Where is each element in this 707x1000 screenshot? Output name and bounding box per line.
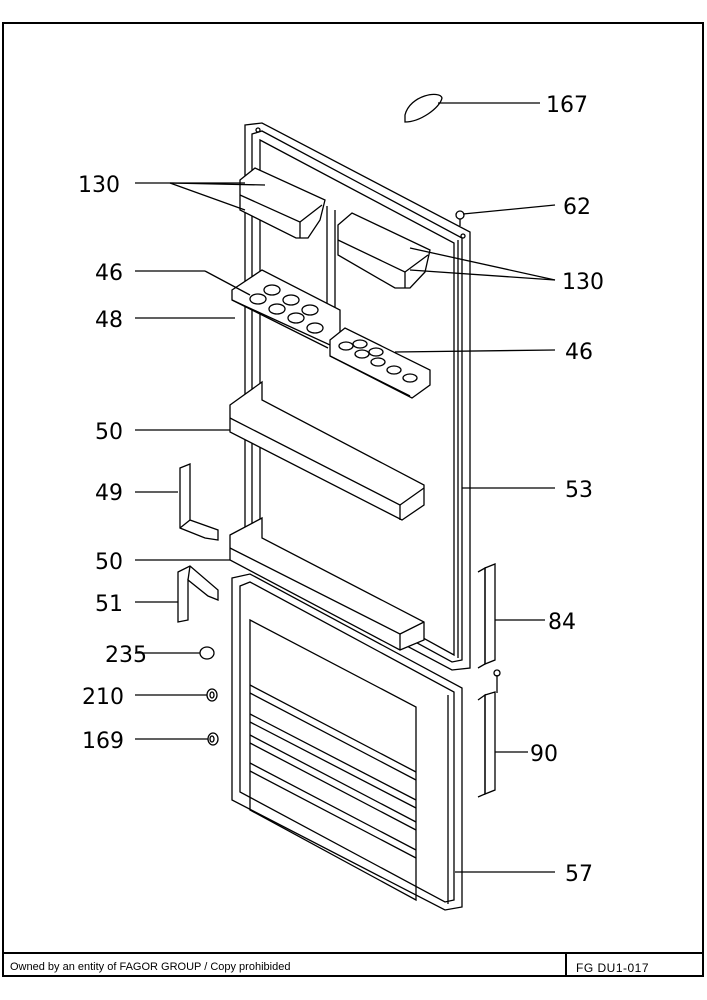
- ownership-notice: Owned by an entity of FAGOR GROUP / Copy…: [10, 961, 291, 973]
- callout-130-right: 130: [562, 270, 604, 295]
- callout-210: 210: [82, 685, 124, 710]
- drawing-frame: [2, 22, 704, 977]
- drawing-reference: FG DU1-017: [576, 961, 650, 975]
- egg-shelf-right: [329, 327, 431, 399]
- callout-51: 51: [95, 592, 123, 617]
- plug-210: [206, 688, 218, 702]
- callout-46-right: 46: [565, 340, 593, 365]
- shelf-support-49: [179, 463, 219, 541]
- hinge-bracket-84: [477, 563, 496, 669]
- shelf-support-51: [177, 565, 219, 623]
- screw-62: [455, 210, 465, 226]
- callout-50-top: 50: [95, 420, 123, 445]
- freezer-door: [231, 573, 463, 911]
- plug-169: [207, 732, 219, 746]
- plug-235: [199, 646, 215, 660]
- callout-169: 169: [82, 729, 124, 754]
- callout-235: 235: [105, 643, 147, 668]
- dairy-compartment-right: [337, 212, 431, 289]
- leader-lines: [135, 102, 556, 873]
- hinge-bracket-90: [477, 669, 501, 798]
- callout-130-left: 130: [78, 173, 120, 198]
- callout-90: 90: [530, 742, 558, 767]
- door-shelf-upper: [229, 380, 425, 521]
- callout-48: 48: [95, 308, 123, 333]
- callout-84: 84: [548, 610, 576, 635]
- door-shelf-lower: [229, 516, 425, 651]
- hinge-cover-167: [404, 93, 443, 123]
- callout-57: 57: [565, 862, 593, 887]
- callout-62: 62: [563, 195, 591, 220]
- callout-49: 49: [95, 481, 123, 506]
- callout-46-left: 46: [95, 261, 123, 286]
- callout-167: 167: [546, 93, 588, 118]
- callout-50-bottom: 50: [95, 550, 123, 575]
- callout-53: 53: [565, 478, 593, 503]
